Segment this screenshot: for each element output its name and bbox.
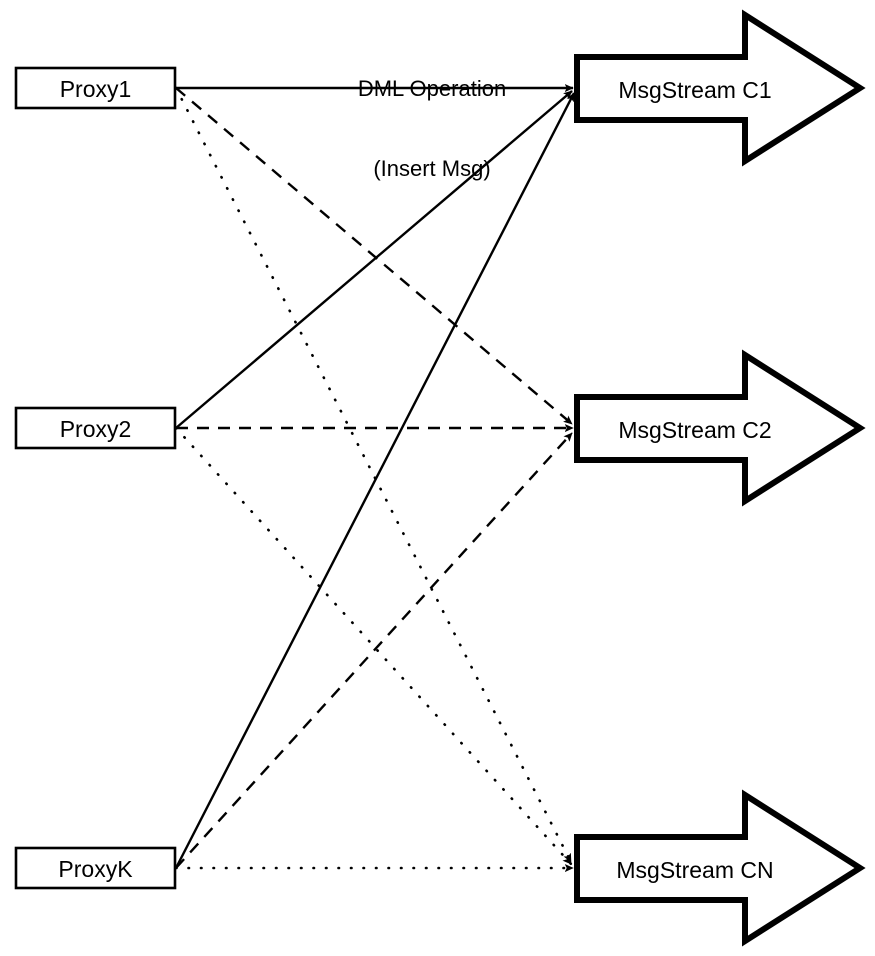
edge-proxy1-to-cn: [174, 86, 573, 864]
stream-arrow-c1[interactable]: [574, 9, 866, 167]
stream-arrow-c2[interactable]: [574, 349, 866, 507]
edge-proxy2-to-c1: [175, 90, 573, 429]
edge-layer: [174, 83, 576, 873]
edge-proxyk-to-c1: [174, 92, 576, 869]
proxy-box-proxyk[interactable]: [14, 846, 177, 890]
edge-proxy1-to-c2: [175, 87, 573, 425]
stream-arrow-cn[interactable]: [574, 789, 866, 947]
edge-proxyk-to-c2: [175, 432, 573, 869]
proxy-box-proxy1[interactable]: [14, 66, 177, 110]
proxy-node-layer: [14, 66, 177, 890]
proxy-box-proxy2[interactable]: [14, 406, 177, 450]
stream-node-layer: [574, 9, 866, 947]
edge-proxy2-to-cn: [174, 426, 573, 866]
